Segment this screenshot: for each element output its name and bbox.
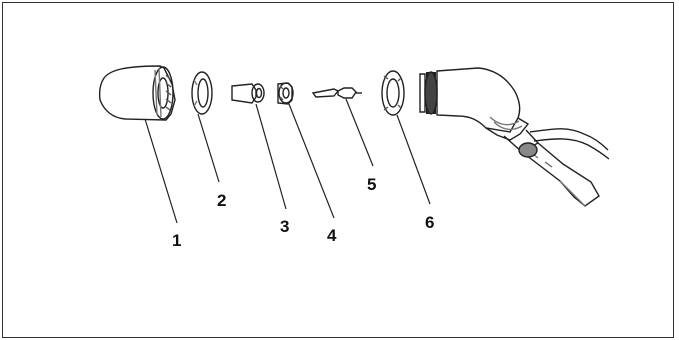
part-4-swirl-ring: [277, 82, 294, 105]
part-3-nozzle: [231, 83, 265, 104]
torch-body: [419, 67, 610, 207]
part-6-ring: [381, 70, 405, 116]
part-5-electrode: [311, 87, 362, 99]
diagram-frame: [2, 2, 674, 338]
callout-6: 6: [425, 213, 434, 232]
leader-1: [144, 118, 178, 224]
leader-2: [197, 113, 220, 183]
callout-1: 1: [172, 231, 181, 250]
leader-lines: [144, 98, 431, 224]
part-2-ring: [191, 71, 213, 115]
leader-4: [288, 103, 335, 219]
callout-5: 5: [367, 175, 376, 194]
callout-3: 3: [280, 217, 289, 236]
part-1-shield-cup: [98, 65, 176, 121]
callout-4: 4: [327, 226, 337, 245]
callout-2: 2: [217, 191, 226, 210]
leader-3: [255, 103, 287, 210]
leader-6: [396, 114, 431, 205]
leader-5: [345, 98, 374, 167]
